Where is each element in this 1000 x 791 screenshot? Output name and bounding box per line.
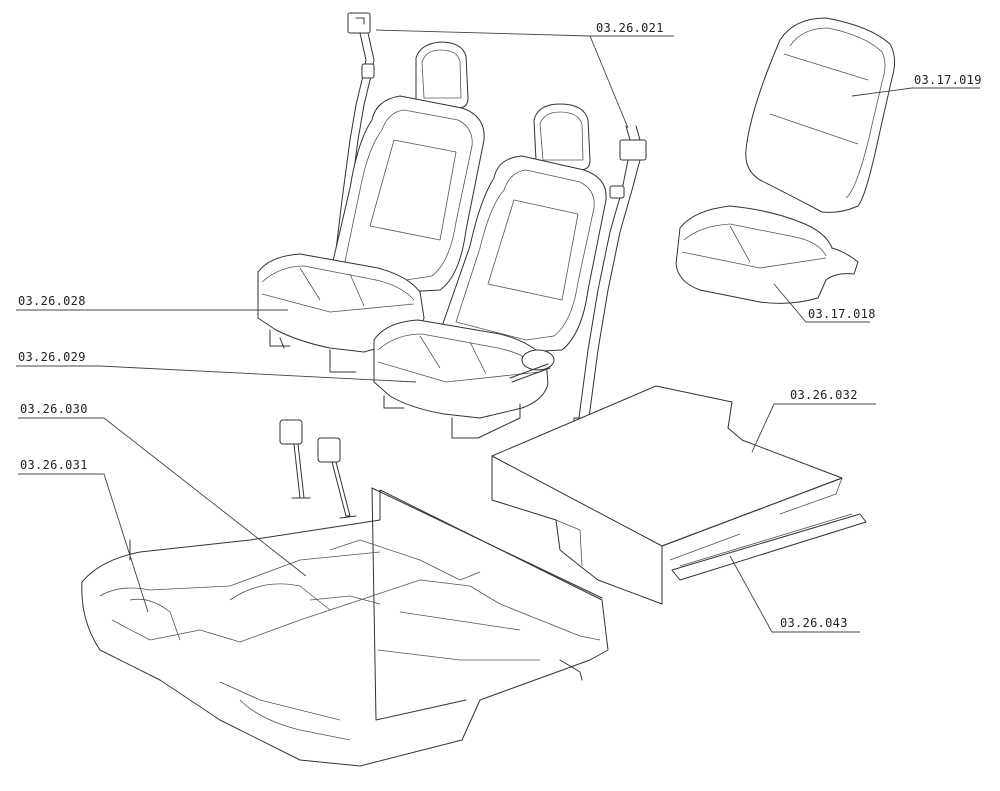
label-03-26-043: 03.26.043: [780, 616, 848, 630]
floor-tub: [81, 487, 609, 767]
belt-buckles: [279, 419, 357, 519]
cover-box: [491, 385, 843, 605]
label-03-17-019: 03.17.019: [914, 73, 982, 87]
seat-cover-cushion: [675, 205, 859, 304]
label-03-17-018: 03.17.018: [808, 307, 876, 321]
label-03-26-031: 03.26.031: [20, 458, 88, 472]
load-plate: [671, 513, 867, 581]
label-03-26-021: 03.26.021: [596, 21, 664, 35]
label-03-26-029: 03.26.029: [18, 350, 86, 364]
leader-lines: [16, 29, 980, 633]
seat-front-left: [257, 41, 485, 373]
label-03-26-028: 03.26.028: [18, 294, 86, 308]
seat-front-right: [373, 103, 607, 439]
label-03-26-032: 03.26.032: [790, 388, 858, 402]
seat-cover-backrest: [745, 17, 896, 213]
label-03-26-030: 03.26.030: [20, 402, 88, 416]
